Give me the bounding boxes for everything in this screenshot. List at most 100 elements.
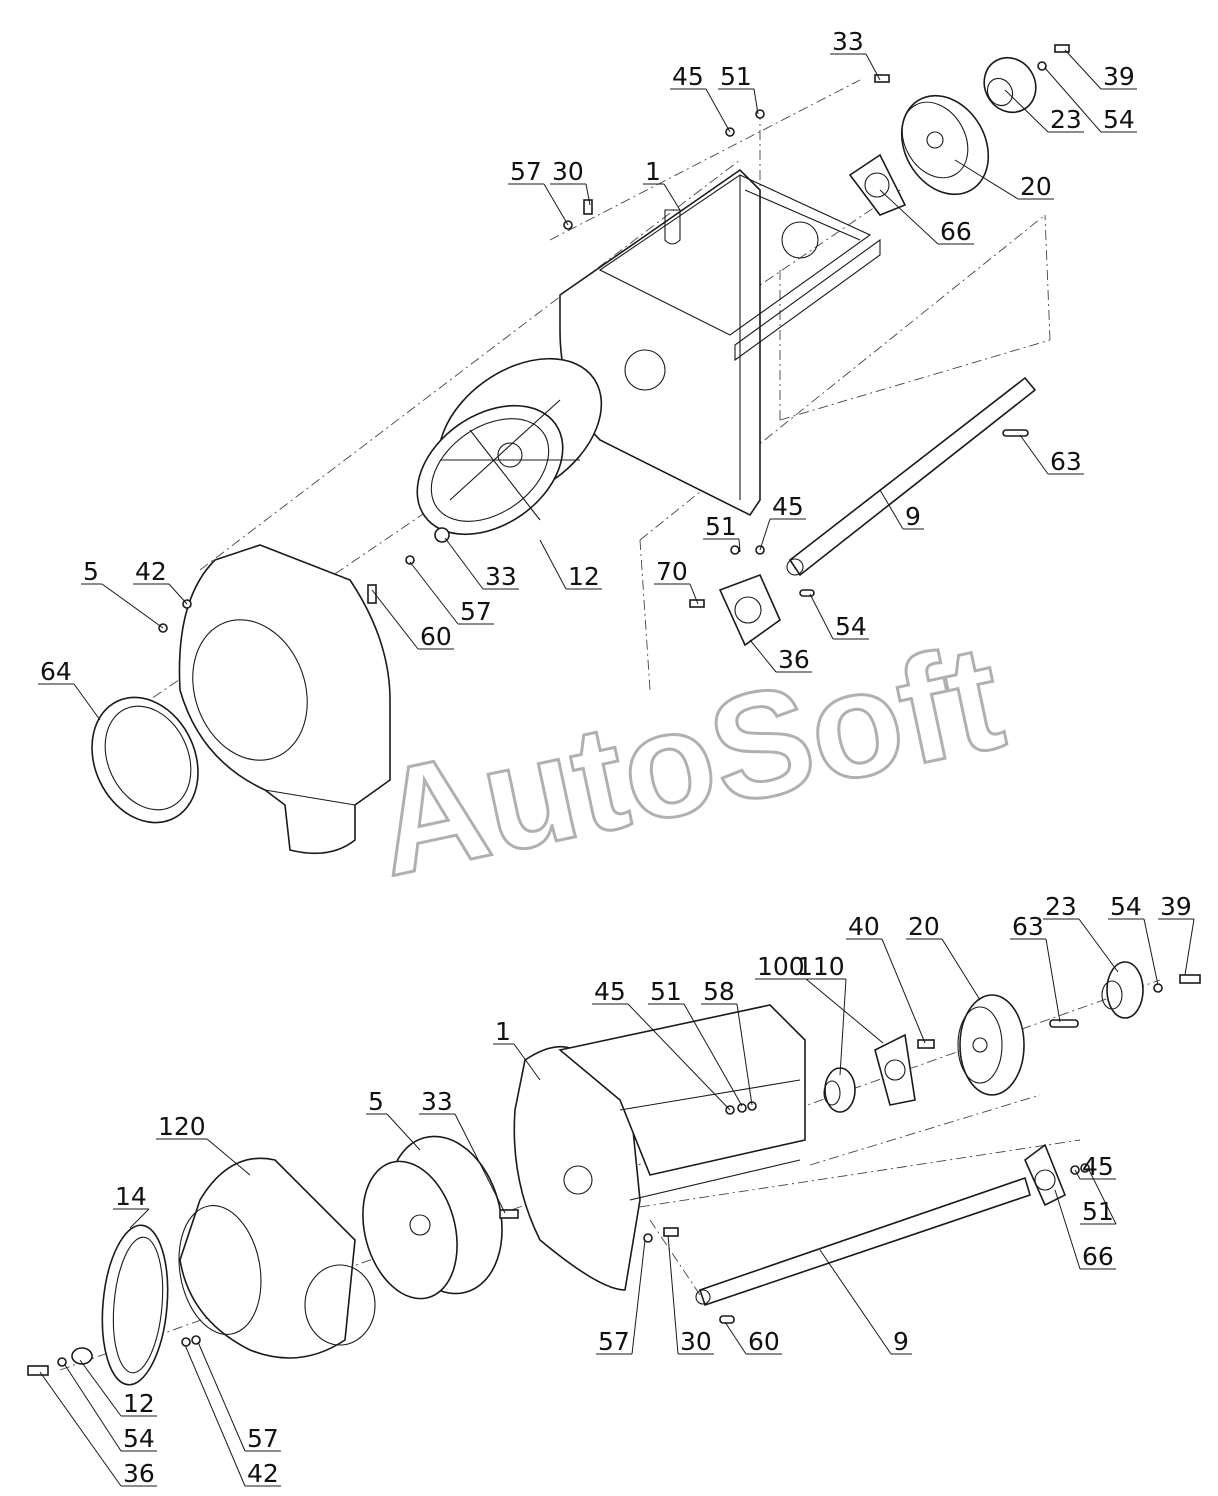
seal-ring [91, 696, 199, 824]
callout-leader [444, 537, 484, 590]
callout-leader [865, 53, 881, 81]
callout-20: 20 [954, 159, 1054, 201]
callout-leader [79, 1359, 122, 1417]
callout-label: 51 [650, 977, 682, 1006]
callout-70: 70 [654, 557, 699, 605]
callout-leader [1045, 938, 1061, 1023]
impeller [416, 357, 603, 536]
callout-leader [879, 189, 939, 245]
callout-leader [409, 561, 459, 625]
callout-60: 60 [724, 1321, 782, 1356]
callout-leader [1184, 918, 1195, 976]
callout-30: 30 [667, 1234, 714, 1356]
callout-leader [736, 1003, 753, 1106]
callout-leader [881, 938, 926, 1044]
callout-leader [805, 978, 884, 1044]
callout-label: 36 [123, 1459, 155, 1488]
callout-30: 30 [550, 157, 591, 206]
callout-9: 9 [879, 489, 924, 531]
callout-54: 54 [1044, 67, 1137, 134]
drive-shaft-bottom [695, 1176, 1031, 1307]
callout-leader [585, 183, 591, 206]
callout-leader [184, 1344, 246, 1487]
callout-label: 33 [421, 1087, 453, 1116]
callout-label: 33 [485, 562, 517, 591]
callout-20: 20 [906, 912, 981, 1001]
callout-39: 39 [1064, 49, 1137, 91]
callout-54: 54 [809, 593, 869, 641]
callout-leader [749, 639, 777, 673]
callout-label: 45 [672, 62, 704, 91]
callout-leader [1143, 918, 1159, 986]
callout-leader [206, 1138, 251, 1176]
callout-leader [809, 593, 834, 640]
callout-label: 51 [1082, 1197, 1114, 1226]
callout-12: 12 [539, 539, 602, 591]
callout-leader [627, 1003, 731, 1111]
callout-60: 60 [371, 589, 454, 651]
callout-leader [101, 583, 164, 629]
callout-39: 39 [1158, 892, 1195, 976]
callout-label: 23 [1045, 892, 1077, 921]
callout-label: 54 [835, 612, 867, 641]
callout-5: 5 [81, 557, 164, 629]
callout-label: 5 [83, 557, 99, 586]
callout-12: 12 [79, 1359, 157, 1418]
callout-label: 20 [908, 912, 940, 941]
callout-57: 57 [508, 157, 569, 226]
callout-36: 36 [39, 1371, 157, 1488]
bearing-flange-lower [718, 573, 781, 647]
callout-leader [1087, 1167, 1117, 1225]
callout-leader [839, 978, 847, 1076]
seal-ring-bottom [101, 1224, 169, 1386]
callout-36: 36 [749, 639, 812, 674]
callout-54: 54 [64, 1364, 157, 1453]
top-assembly [91, 44, 1070, 855]
callout-14: 14 [113, 1182, 150, 1229]
callout-40: 40 [846, 912, 926, 1044]
callout-label: 1 [495, 1017, 511, 1046]
callout-leader [683, 1003, 743, 1107]
callout-leader [667, 1234, 679, 1355]
callout-label: 57 [247, 1424, 279, 1453]
callout-label: 57 [460, 597, 492, 626]
callout-leader [539, 539, 567, 590]
callout-leader [1019, 434, 1049, 475]
callout-51: 51 [648, 977, 743, 1107]
callout-57: 57 [409, 561, 494, 626]
callout-label: 1 [645, 157, 661, 186]
callout-33: 33 [419, 1087, 506, 1214]
callout-66: 66 [1054, 1189, 1116, 1271]
callout-label: 51 [705, 512, 737, 541]
callout-label: 45 [1082, 1152, 1114, 1181]
blower-cover [178, 544, 391, 855]
callout-label: 30 [680, 1327, 712, 1356]
callout-label: 70 [656, 557, 688, 586]
callout-57: 57 [197, 1341, 281, 1453]
callout-9: 9 [819, 1249, 912, 1356]
callout-45: 45 [592, 977, 731, 1111]
callout-label: 100 [757, 952, 805, 981]
housing-frame-bottom [513, 1004, 806, 1291]
callout-label: 51 [720, 62, 752, 91]
callout-label: 23 [1050, 105, 1082, 134]
watermark-text: AutoSoft [361, 612, 1015, 908]
callout-leader [168, 583, 188, 605]
callout-label: 66 [940, 217, 972, 246]
callout-label: 12 [123, 1389, 155, 1418]
callout-leader [513, 1043, 541, 1081]
callout-leader [631, 1239, 646, 1355]
callout-54: 54 [1108, 892, 1159, 986]
callout-leader [129, 1208, 150, 1229]
callout-leader [1004, 89, 1049, 133]
callout-label: 64 [40, 657, 72, 686]
callout-label: 42 [247, 1459, 279, 1488]
callout-leader [819, 1249, 892, 1355]
blower-housing-bottom [178, 1157, 376, 1359]
callout-label: 20 [1020, 172, 1052, 201]
callout-leader [879, 489, 904, 530]
callout-1: 1 [643, 157, 681, 211]
callout-label: 45 [772, 492, 804, 521]
callout-45: 45 [759, 492, 806, 551]
pulley [900, 94, 990, 196]
